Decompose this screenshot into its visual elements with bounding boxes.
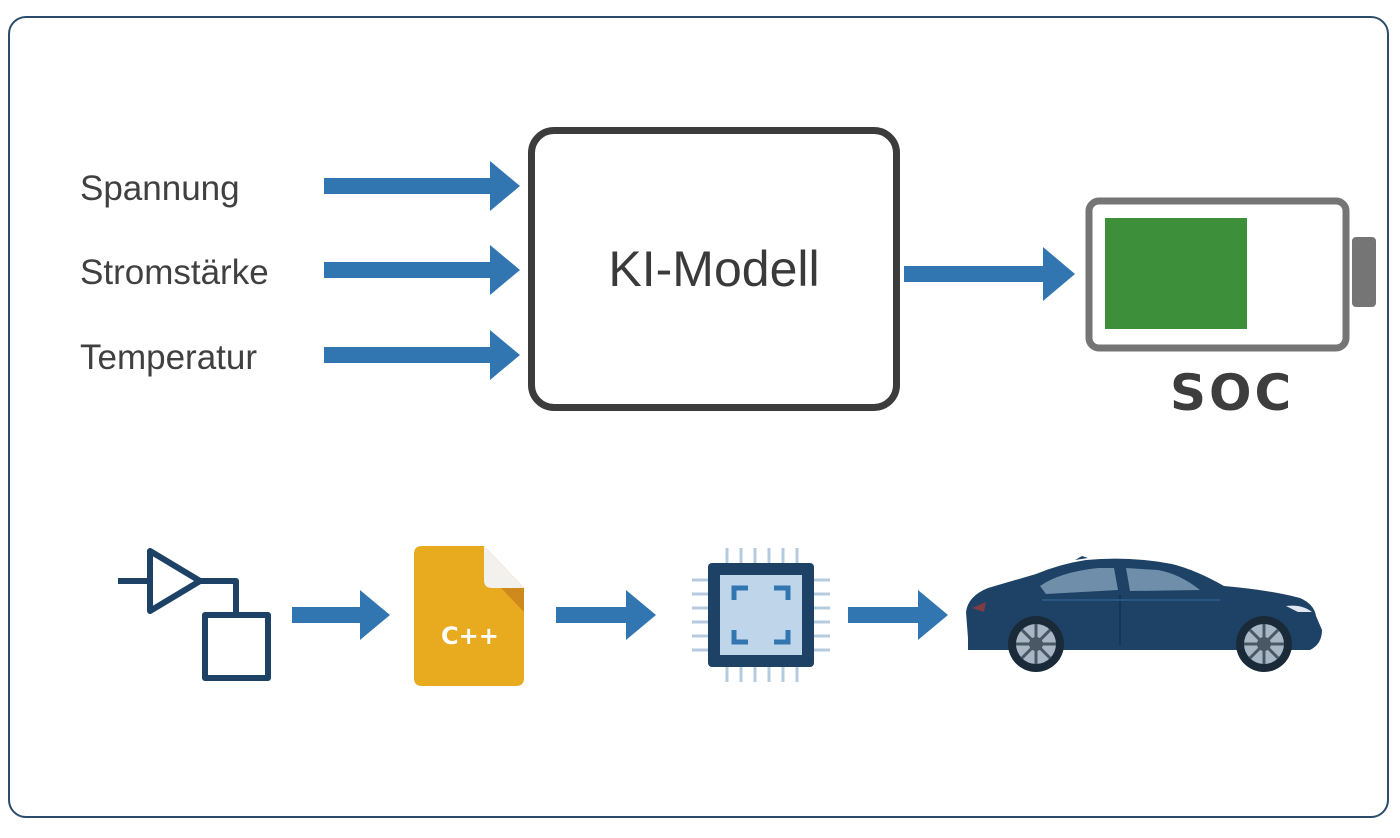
cpp-file-label: C++ xyxy=(441,622,499,650)
simulink-block-icon xyxy=(118,548,271,681)
input-arrow-current xyxy=(324,245,520,295)
output-arrow xyxy=(904,247,1075,301)
input-arrow-voltage xyxy=(324,161,520,211)
ai-model-box: KI-Modell xyxy=(528,127,900,411)
microchip-icon xyxy=(692,548,830,682)
input-label-current: Stromstärke xyxy=(80,253,269,292)
pipeline-arrow-1 xyxy=(292,590,390,640)
cpp-file-icon: C++ xyxy=(414,546,524,686)
input-label-temperature: Temperatur xyxy=(80,338,258,377)
input-label-voltage: Spannung xyxy=(80,169,240,208)
ai-model-label: KI-Modell xyxy=(608,241,820,297)
soc-label: SOC xyxy=(1170,364,1295,422)
battery-charge-level xyxy=(1105,218,1247,329)
pipeline-arrow-2 xyxy=(556,590,656,640)
battery-icon xyxy=(1085,197,1376,352)
input-arrow-temperature xyxy=(324,330,520,380)
pipeline-arrow-3 xyxy=(848,590,948,640)
car-icon xyxy=(966,556,1322,672)
